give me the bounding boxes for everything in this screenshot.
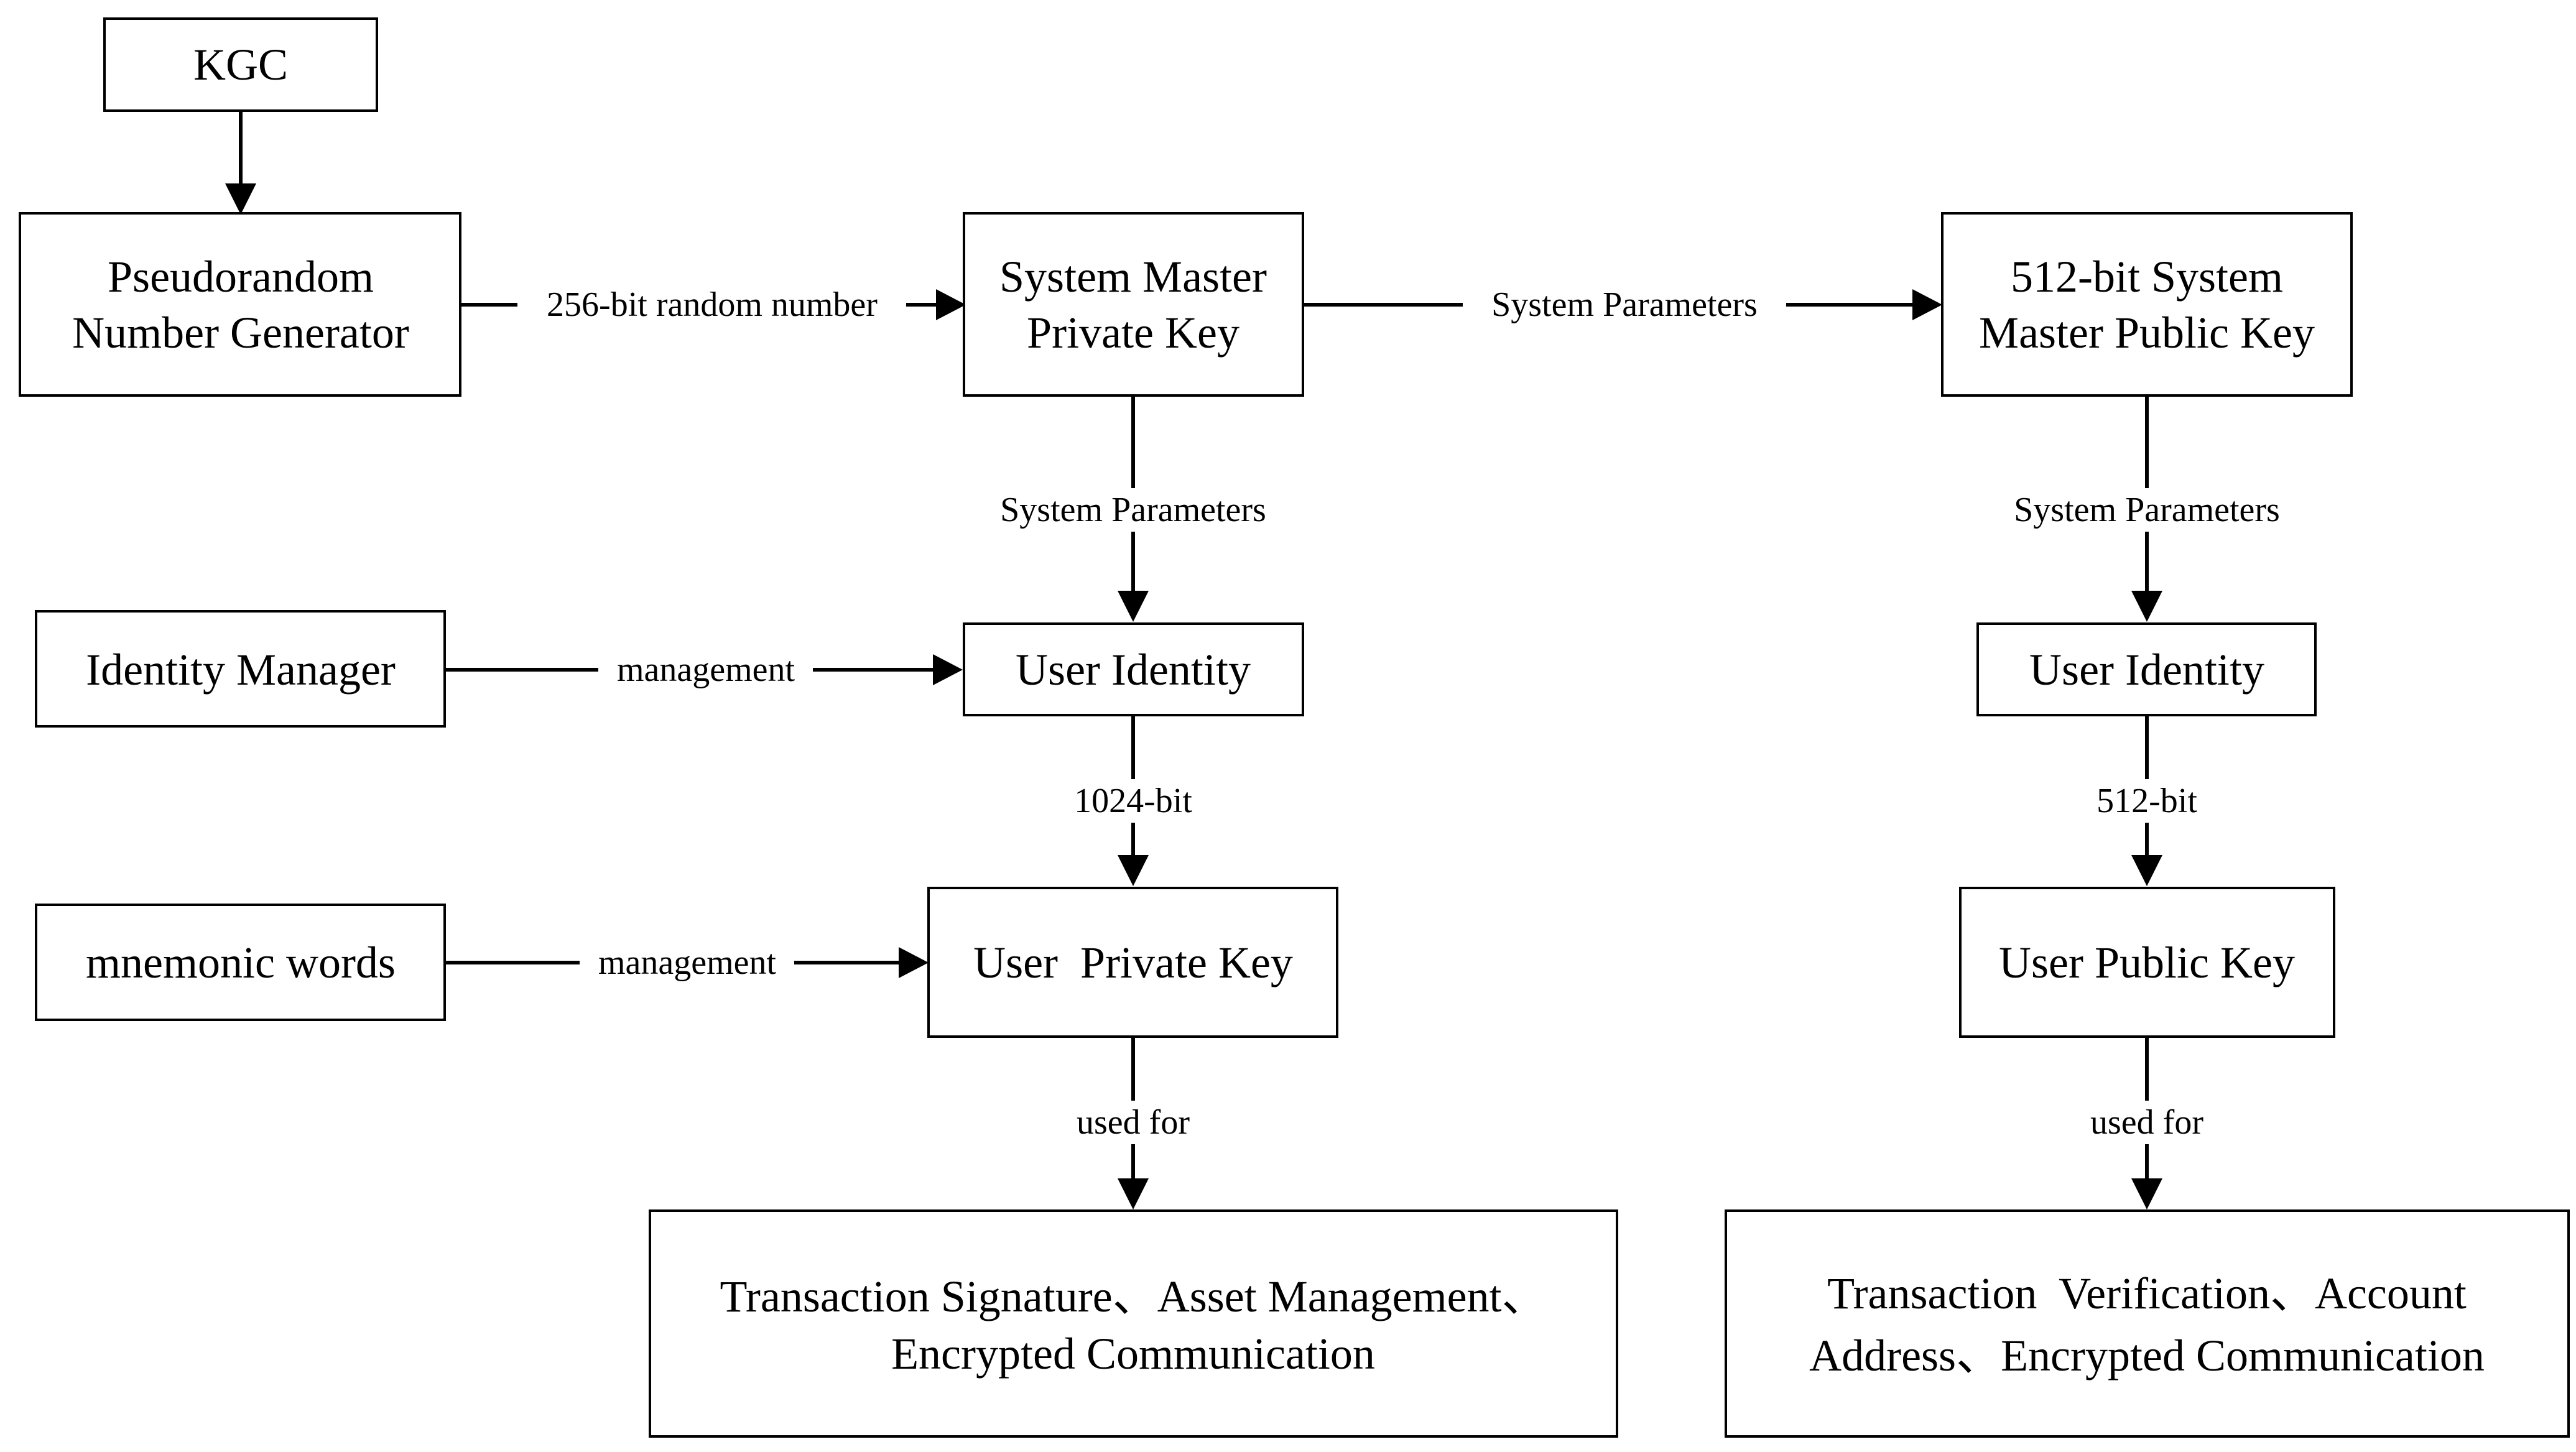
node-public-key-uses-line2: Address、Encrypted Communication [1809,1331,2485,1380]
node-mnemonic-label: mnemonic words [86,938,396,987]
edge-label-random-number: 256-bit random number [547,285,878,324]
node-sys-pub-label-line2: Master Public Key [1979,308,2315,358]
edge-label-management-mnemonic: management [598,943,777,982]
edge-label-system-parameters-top: System Parameters [1491,285,1758,324]
node-system-master-private-key: System Master Private Key [963,212,1304,397]
edge-label-512-bit: 512-bit [2096,782,2197,820]
edge-user-identity-to-private-key: 1024-bit [1062,715,1204,886]
edge-label-management-identity: management [617,650,795,689]
edge-prng-to-system-master-private-key: 256-bit random number [460,283,966,326]
edge-private-key-to-uses: used for [1057,1037,1209,1209]
edge-label-system-parameters-left: System Parameters [1000,491,1266,529]
edge-mnemonic-to-private-key: management [445,941,929,984]
edge-public-key-to-user-identity: System Parameters [1984,396,2310,622]
edge-user-identity-to-public-key: 512-bit [2083,715,2210,886]
node-pseudorandom-number-generator: Pseudorandom Number Generator [19,212,461,397]
node-public-key-uses: Transaction Verification、Account Address… [1725,1209,2570,1438]
edge-label-used-for-left: used for [1077,1103,1190,1142]
node-sys-priv-label-line2: Private Key [1027,308,1239,358]
node-user-public-key-label: User Public Key [1999,938,2295,987]
edge-label-system-parameters-right: System Parameters [2014,491,2280,529]
node-user-private-key-label: User Private Key [973,938,1293,987]
edge-label-1024-bit: 1024-bit [1074,782,1192,820]
node-prng-label-line2: Number Generator [72,308,409,358]
node-kgc: KGC [103,17,378,112]
node-prng-label-line1: Pseudorandom [108,252,374,302]
node-user-identity-right: User Identity [1976,622,2317,716]
node-user-identity-left: User Identity [963,622,1304,716]
node-sys-priv-label-line1: System Master [999,252,1267,302]
edge-kgc-to-prng [225,111,256,215]
node-user-private-key: User Private Key [927,887,1338,1038]
node-identity-manager-label: Identity Manager [86,645,396,695]
node-user-identity-right-label: User Identity [2029,645,2264,695]
node-private-key-uses: Transaction Signature、Asset Management、 … [649,1209,1618,1438]
node-private-key-uses-line2: Encrypted Communication [891,1329,1375,1379]
edge-label-used-for-right: used for [2090,1103,2203,1142]
edge-private-key-to-user-identity: System Parameters [970,396,1296,622]
node-kgc-label: KGC [193,40,288,90]
node-system-master-public-key: 512-bit System Master Public Key [1941,212,2353,397]
node-mnemonic-words: mnemonic words [35,904,446,1021]
node-identity-manager: Identity Manager [35,610,446,728]
edge-public-key-to-uses: used for [2071,1037,2223,1209]
node-user-identity-left-label: User Identity [1016,645,1251,695]
node-user-public-key: User Public Key [1959,887,2335,1038]
node-public-key-uses-line1: Transaction Verification、Account [1827,1269,2467,1318]
edge-identity-manager-to-user-identity: management [445,648,963,691]
edge-private-key-to-public-key: System Parameters [1303,283,1942,326]
node-private-key-uses-line1: Transaction Signature、Asset Management、 [720,1272,1546,1321]
node-sys-pub-label-line1: 512-bit System [2011,252,2283,302]
